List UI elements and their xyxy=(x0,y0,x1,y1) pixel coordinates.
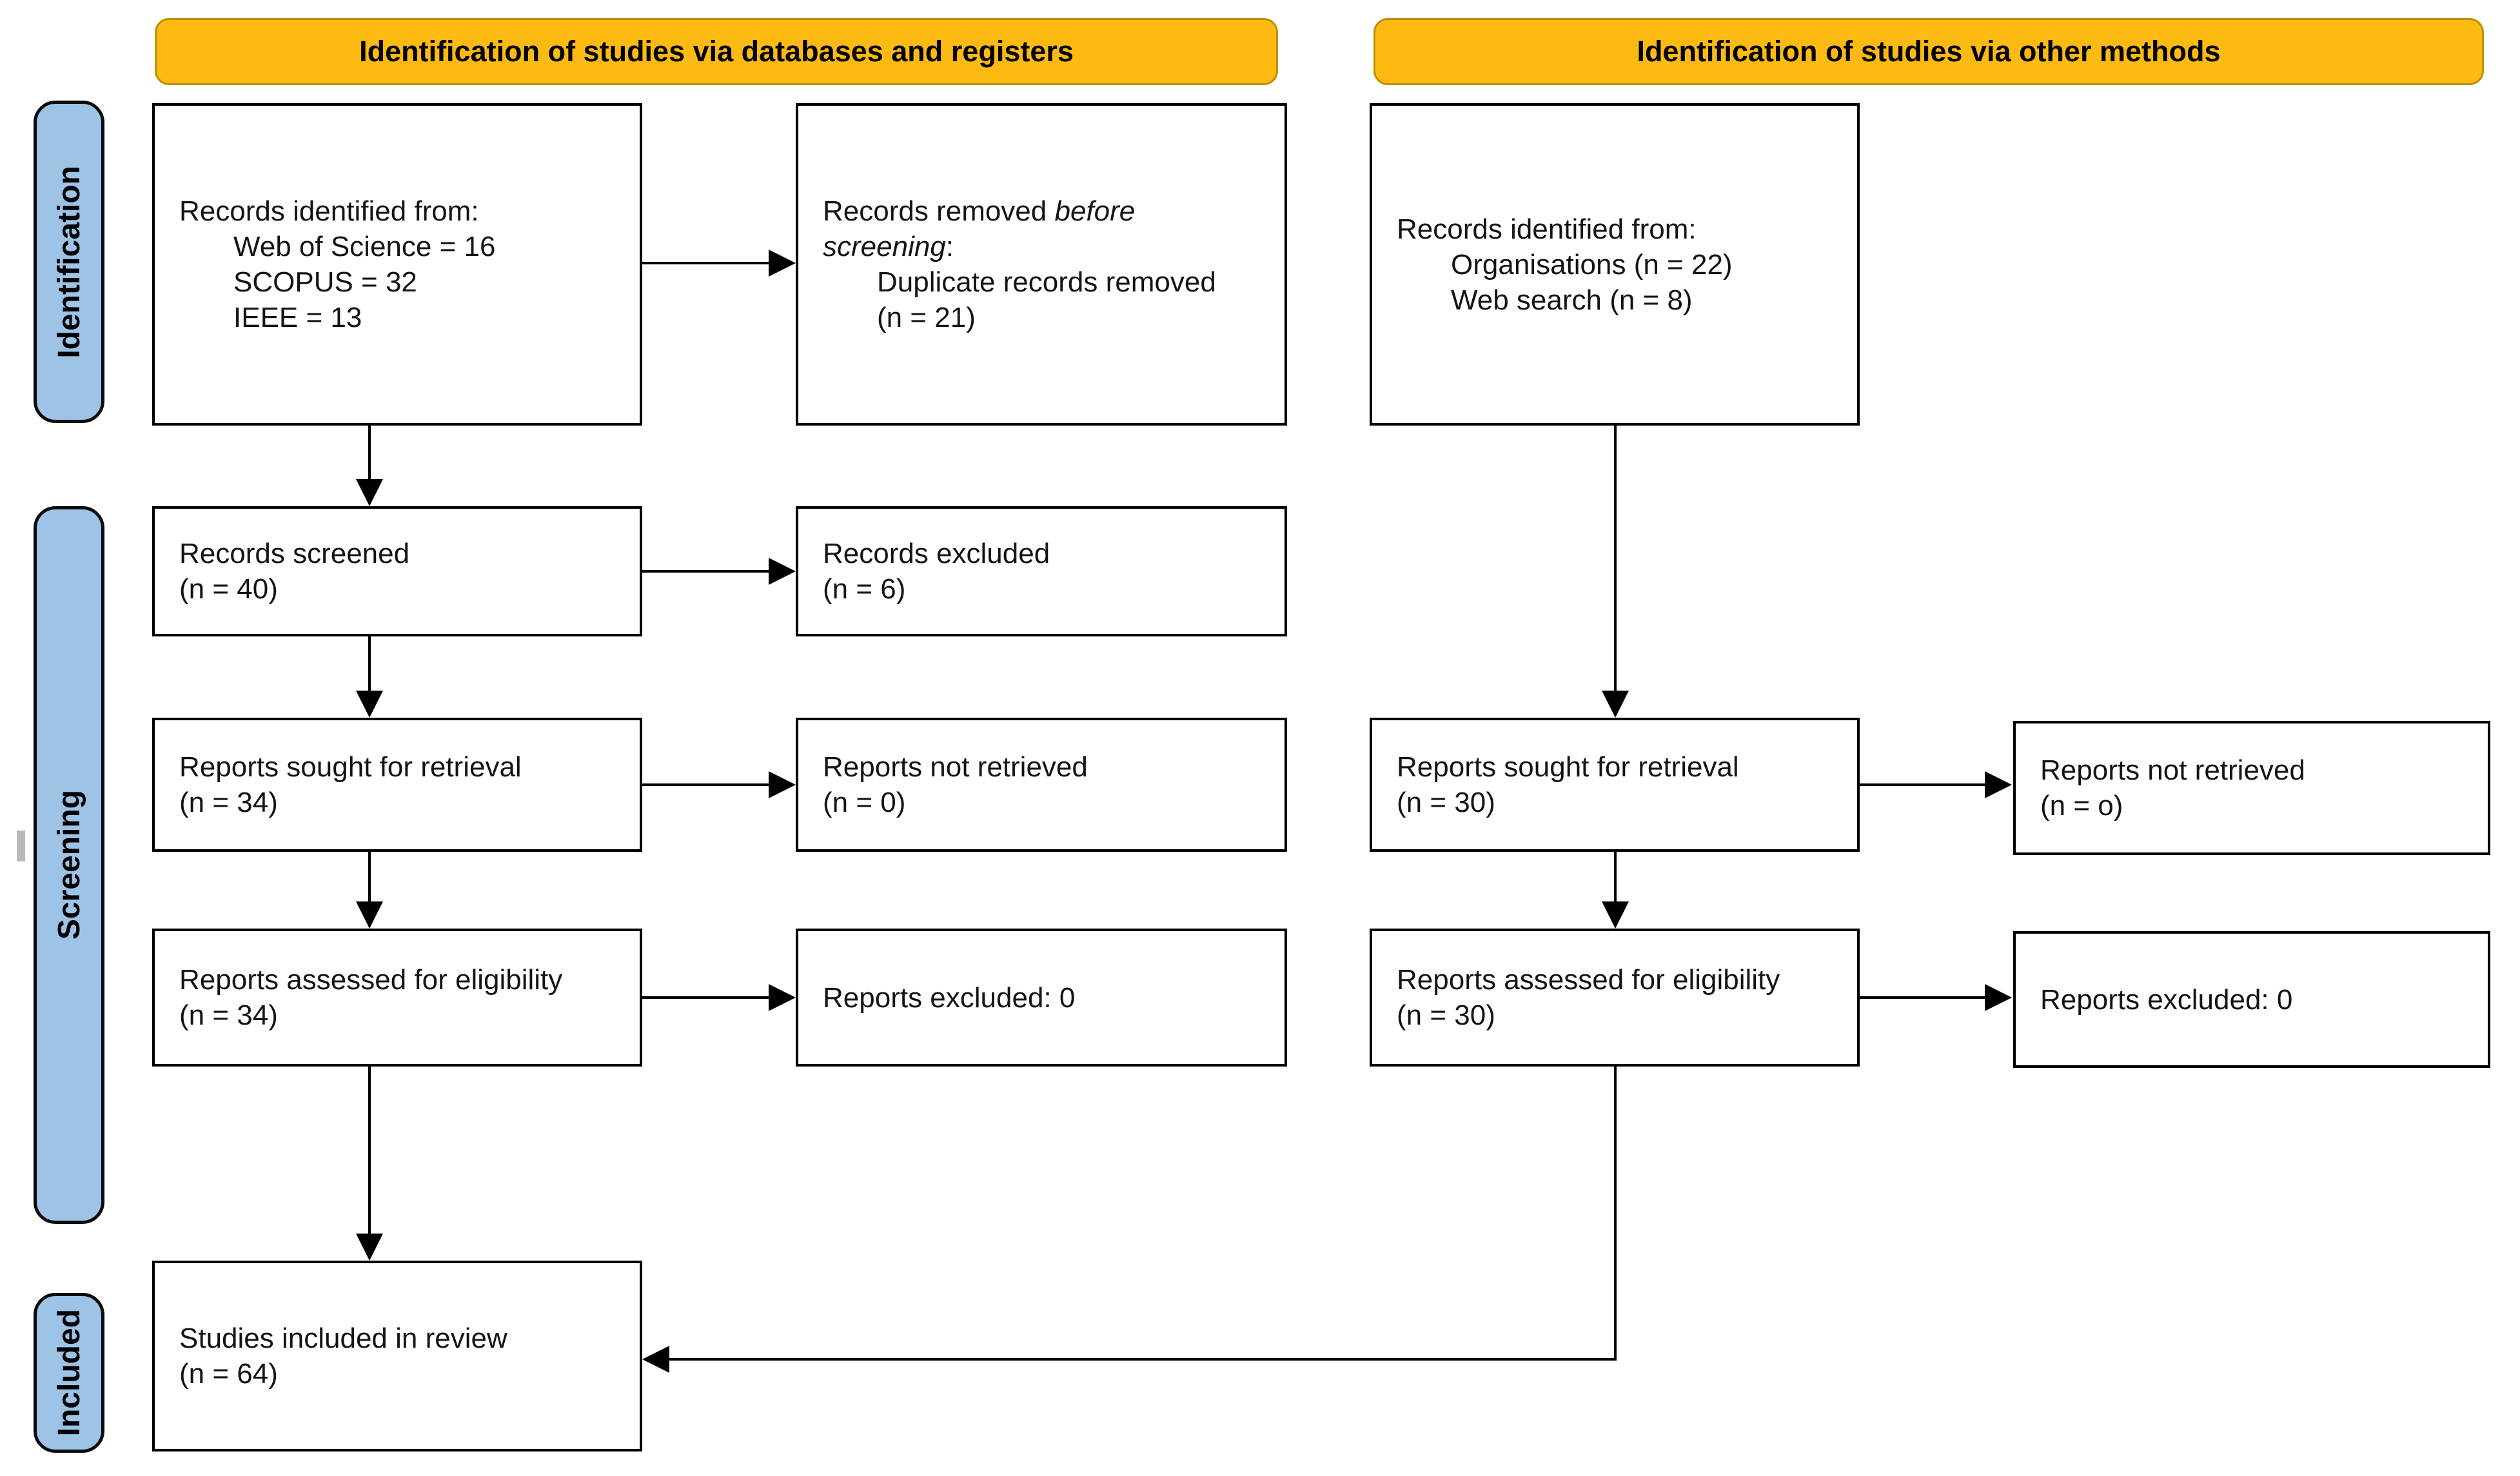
box-db-reports-assessed: Reports assessed for eligibility(n = 34) xyxy=(152,929,642,1067)
arrow-other-assessed-to-included-head xyxy=(642,1346,669,1373)
banner-databases-label: Identification of studies via databases … xyxy=(359,35,1074,68)
banner-other-methods: Identification of studies via other meth… xyxy=(1373,18,2484,85)
arrow-other-identified-to-sought-line xyxy=(1614,426,1617,692)
stage-identification-text: Identification xyxy=(52,165,86,359)
arrow-screened-to-excluded-line xyxy=(642,570,770,573)
arrow-assessed-to-included-line xyxy=(368,1067,371,1235)
arrow-other-assessed-to-included-horizontal xyxy=(669,1358,1617,1361)
box-records-excluded: Records excluded(n = 6) xyxy=(796,506,1287,636)
stage-label-included: Included xyxy=(34,1293,104,1453)
box-db-records-identified: Records identified from:Web of Science =… xyxy=(152,103,642,426)
arrow-other-sought-to-assessed-line xyxy=(1614,852,1617,903)
box-records-screened: Records screened(n = 40) xyxy=(152,506,642,636)
stray-gray-mark xyxy=(17,831,25,861)
stage-included-text: Included xyxy=(52,1309,86,1437)
box-db-reports-sought: Reports sought for retrieval(n = 34) xyxy=(152,718,642,852)
arrow-other-sought-to-not-retrieved-line xyxy=(1860,783,1986,786)
arrow-identified-to-screened-line xyxy=(368,426,371,480)
banner-other-methods-label: Identification of studies via other meth… xyxy=(1637,35,2221,68)
arrow-sought-to-not-retrieved-head xyxy=(769,771,796,798)
stage-screening-text: Screening xyxy=(52,790,86,940)
arrow-identified-to-removed-head xyxy=(769,250,796,277)
box-other-reports-not-retrieved: Reports not retrieved(n = o) xyxy=(2013,721,2490,855)
arrow-screened-to-sought-head xyxy=(356,691,383,718)
box-db-reports-excluded: Reports excluded: 0 xyxy=(796,929,1287,1067)
arrow-other-sought-to-assessed-head xyxy=(1602,901,1629,929)
arrow-identified-to-screened-head xyxy=(356,479,383,506)
arrow-sought-to-assessed-line xyxy=(368,852,371,903)
stage-label-screening: Screening xyxy=(34,506,104,1224)
arrow-screened-to-excluded-head xyxy=(769,558,796,585)
arrow-other-sought-to-not-retrieved-head xyxy=(1985,771,2012,798)
arrow-identified-to-removed-line xyxy=(642,262,770,264)
arrow-assessed-to-excluded-head xyxy=(769,984,796,1011)
stage-label-identification: Identification xyxy=(34,101,104,423)
arrow-assessed-to-excluded-line xyxy=(642,996,770,999)
arrow-sought-to-assessed-head xyxy=(356,901,383,929)
box-other-records-identified: Records identified from:Organisations (n… xyxy=(1370,103,1860,426)
box-other-reports-assessed: Reports assessed for eligibility(n = 30) xyxy=(1370,929,1860,1067)
box-studies-included: Studies included in review(n = 64) xyxy=(152,1261,642,1451)
box-other-reports-excluded: Reports excluded: 0 xyxy=(2013,931,2490,1068)
arrow-other-assessed-to-included-vertical xyxy=(1614,1067,1617,1361)
box-other-reports-sought: Reports sought for retrieval(n = 30) xyxy=(1370,718,1860,852)
arrow-other-assessed-to-excluded-line xyxy=(1860,996,1986,999)
arrow-sought-to-not-retrieved-line xyxy=(642,783,770,786)
banner-databases-registers: Identification of studies via databases … xyxy=(155,18,1278,85)
arrow-assessed-to-included-head xyxy=(356,1234,383,1261)
box-db-reports-not-retrieved: Reports not retrieved(n = 0) xyxy=(796,718,1287,852)
arrow-other-assessed-to-excluded-head xyxy=(1985,984,2012,1011)
arrow-other-identified-to-sought-head xyxy=(1602,691,1629,718)
arrow-screened-to-sought-line xyxy=(368,636,371,692)
